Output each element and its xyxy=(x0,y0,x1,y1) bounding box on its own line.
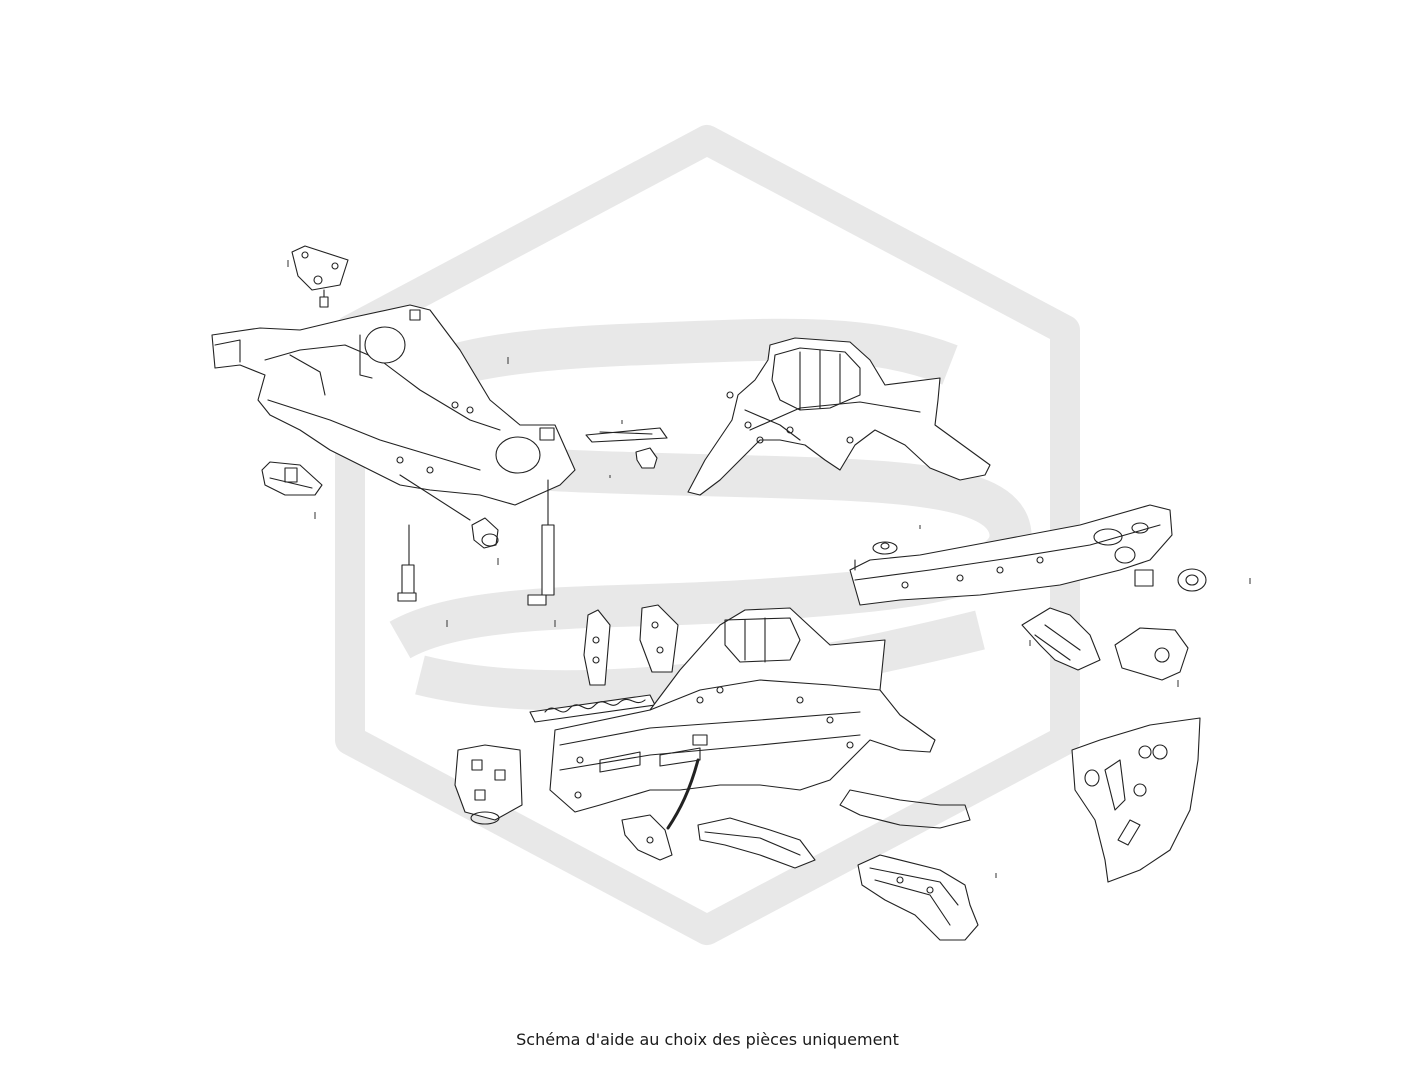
bumper-mount-bracket-part xyxy=(454,744,523,825)
reference-ticks xyxy=(287,260,1251,878)
radiator-crossmember-part xyxy=(849,504,1173,606)
side-member-bracket-2-part xyxy=(639,604,679,673)
grommet-part xyxy=(1177,568,1207,592)
wheel-arch-upper-part xyxy=(687,337,991,496)
mount-plate-part xyxy=(291,245,349,291)
lower-bracket-part xyxy=(621,814,673,861)
pointer-arrow xyxy=(666,758,700,830)
long-bolt-right-part xyxy=(527,479,555,606)
reinforcement-strip-part xyxy=(585,427,668,443)
front-subframe-part xyxy=(211,304,576,521)
long-bolt-left-part xyxy=(397,524,417,602)
small-clip-part xyxy=(872,541,898,555)
rubber-stop-part xyxy=(635,447,658,469)
subframe-bracket-part xyxy=(261,461,323,496)
corner-bracket-right-part xyxy=(1114,627,1189,681)
side-member-bracket-part xyxy=(583,609,611,686)
rear-side-member-part xyxy=(857,854,979,941)
mount-bolt-part xyxy=(319,289,329,308)
hexagon-s-logo-icon xyxy=(335,125,1080,945)
wheelhouse-lower-panel-part xyxy=(697,789,971,869)
front-side-member-part xyxy=(549,607,936,813)
subframe-bushing-part xyxy=(471,517,499,549)
side-panel-part xyxy=(1071,717,1201,883)
corner-bracket-left-part xyxy=(1021,607,1101,671)
diagram-caption: Schéma d'aide au choix des pièces unique… xyxy=(516,1030,899,1049)
